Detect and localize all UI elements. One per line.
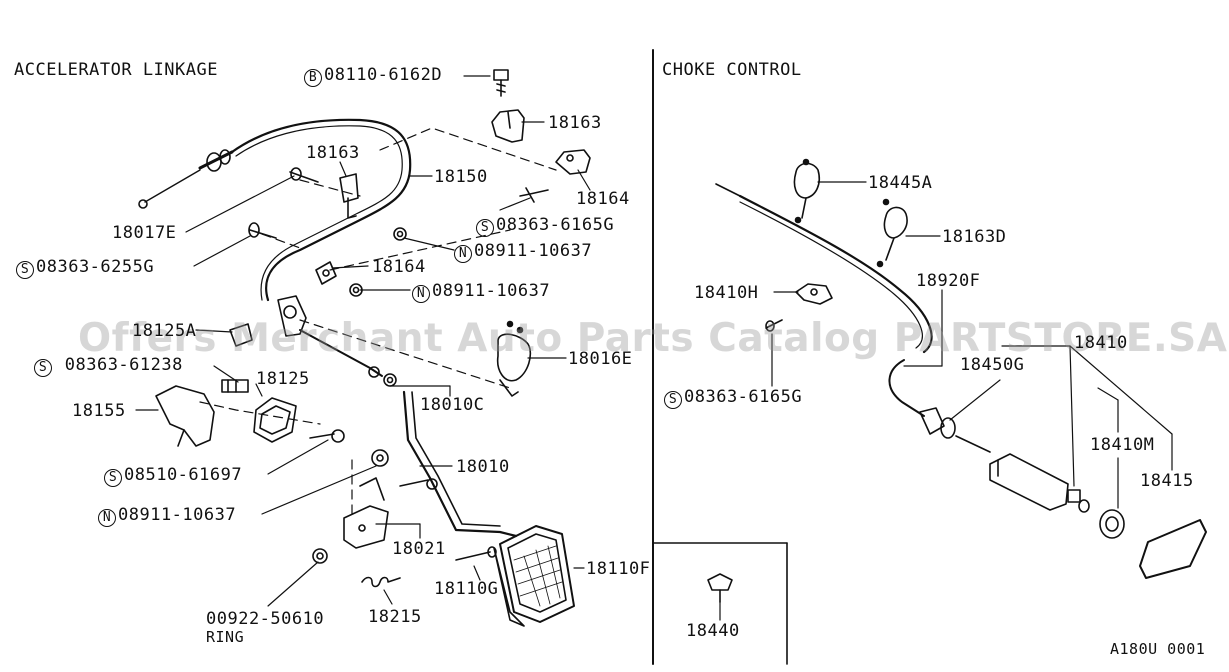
part-label-18164-mid: 18164 <box>372 257 426 277</box>
part-label-18125: 18125 <box>256 369 310 389</box>
part-number: 08363-6165G <box>684 387 803 407</box>
clip-18445a <box>793 158 821 224</box>
clip-18163d <box>876 198 908 268</box>
choke-knob-18410 <box>989 453 1090 513</box>
leader-lines-right <box>719 181 1173 621</box>
screw-prefix-icon: S <box>664 391 682 409</box>
part-number: 08911-10637 <box>432 281 551 301</box>
part-label-18410m: 18410M <box>1090 435 1155 455</box>
clip-18016e <box>496 320 532 397</box>
pin-18110g <box>455 546 497 561</box>
part-label-18445a: 18445A <box>868 173 933 193</box>
part-number: 08363-61238 <box>64 355 183 375</box>
part-label-18164-right: 18164 <box>576 189 630 209</box>
part-label-18110f: 18110F <box>586 559 651 579</box>
screws-left <box>248 167 407 297</box>
part-label-18125a: 18125A <box>132 321 197 341</box>
nut-08911-lower <box>371 449 389 467</box>
choke-cable <box>715 183 933 417</box>
part-label-18010: 18010 <box>456 457 510 477</box>
accelerator-cable <box>138 118 412 302</box>
part-label-08363-61238: S 08363-61238 <box>34 356 183 377</box>
watermark-text: Offers Merchant Auto Parts Catalog PARTS… <box>78 316 1228 361</box>
spring-18215 <box>361 576 401 588</box>
diagram-code: A180U 0001 <box>1110 640 1206 658</box>
bolt-08110-6162d <box>491 69 525 143</box>
nut-18410m <box>1099 509 1125 539</box>
part-number: 08911-10637 <box>118 505 237 525</box>
leader-lines-left <box>135 75 591 607</box>
part-label-18163-mid: 18163 <box>306 143 360 163</box>
screw-prefix-icon: S <box>104 469 122 487</box>
pedal-arm-18010 <box>399 390 518 538</box>
screw-prefix-icon: S <box>16 261 34 279</box>
part-label-18155: 18155 <box>72 401 126 421</box>
section-title-accelerator: ACCELERATOR LINKAGE <box>14 60 218 80</box>
part-label-18163d: 18163D <box>942 227 1007 247</box>
bracket-18164-right <box>519 149 591 203</box>
bracket-18410h <box>765 283 833 332</box>
grommet-18450g <box>919 407 991 453</box>
nut-prefix-icon: N <box>98 509 116 527</box>
nut-prefix-icon: N <box>454 245 472 263</box>
screw-prefix-icon: S <box>476 219 494 237</box>
part-label-18215: 18215 <box>368 607 422 627</box>
part-label-18415: 18415 <box>1140 471 1194 491</box>
panel-dividers <box>652 49 788 665</box>
clip-18164-mid <box>315 261 337 285</box>
part-number: 08363-6165G <box>496 215 615 235</box>
part-label-18021: 18021 <box>392 539 446 559</box>
screw-prefix-icon: S <box>34 359 52 377</box>
sensor-18155 <box>155 379 249 447</box>
linkage-arm <box>229 295 397 387</box>
dashed-guide-lines <box>199 127 557 521</box>
part-label-18440: 18440 <box>686 621 740 641</box>
part-label-18150: 18150 <box>434 167 488 187</box>
part-number: 08110-6162D <box>324 65 443 85</box>
part-label-18410: 18410 <box>1074 333 1128 353</box>
part-label-18016e: 18016E <box>568 349 633 369</box>
ring-note: RING <box>206 628 245 646</box>
part-label-18017e: 18017E <box>112 223 177 243</box>
part-label-00922-50610: 00922-50610 <box>206 609 325 629</box>
bracket-18021 <box>343 477 389 549</box>
part-label-18110g: 18110G <box>434 579 499 599</box>
section-title-choke: CHOKE CONTROL <box>662 60 802 80</box>
part-label-18010c: 18010C <box>420 395 485 415</box>
part-label-18410h: 18410H <box>694 283 759 303</box>
part-number: 08911-10637 <box>474 241 593 261</box>
bolt-prefix-icon: B <box>304 69 322 87</box>
part-label-18920f: 18920F <box>916 271 981 291</box>
stopper-18125 <box>253 397 345 443</box>
nut-prefix-icon: N <box>412 285 430 303</box>
part-number: 08363-6255G <box>36 257 155 277</box>
clamp-18163 <box>339 173 359 219</box>
part-number: 08510-61697 <box>124 465 243 485</box>
ring-00922-50610 <box>312 548 328 564</box>
knob-18415 <box>1139 519 1207 579</box>
part-label-18450g: 18450G <box>960 355 1025 375</box>
pedal-pad-18110f <box>493 525 575 627</box>
part-label-18163-top: 18163 <box>548 113 602 133</box>
bolt-18440 <box>707 573 733 603</box>
